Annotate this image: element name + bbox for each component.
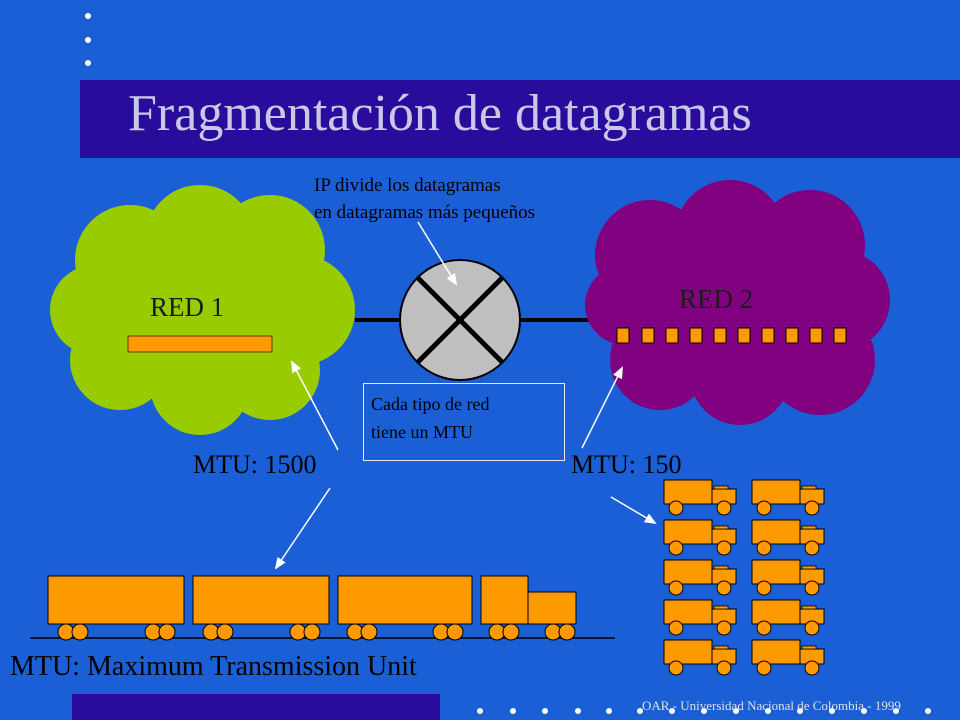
small-truck-icon [751, 519, 825, 556]
fragment [761, 327, 775, 344]
mtu-note-line1: Cada tipo de red [371, 394, 490, 414]
arrow-to-trucks [610, 496, 657, 525]
mtu-note-line2: tiene un MTU [371, 422, 473, 442]
router-icon [399, 259, 521, 381]
small-truck-icon [663, 519, 737, 556]
router-note-line1: IP divide los datagramas [314, 175, 501, 196]
red2-label: RED 2 [679, 284, 754, 314]
decorative-dots [85, 13, 931, 714]
small-truck-icon [663, 639, 737, 676]
fragment [641, 327, 655, 344]
arrow-to-red1 [291, 360, 339, 451]
fragment [737, 327, 751, 344]
arrow-to-router [417, 221, 458, 286]
small-truck-icon [751, 639, 825, 676]
large-truck-icon [47, 575, 577, 641]
fragment [616, 327, 630, 344]
small-truck-icon [751, 559, 825, 596]
small-trucks-group [663, 479, 825, 676]
small-truck-icon [663, 559, 737, 596]
router-note: IP divide los datagramas en datagramas m… [314, 172, 535, 226]
mtu-definition-caption: MTU: Maximum Transmission Unit [10, 651, 417, 682]
mtu-note-box: Cada tipo de red tiene un MTU [363, 383, 565, 461]
red2-mtu-label: MTU: 150 [571, 450, 682, 479]
red1-cloud [50, 185, 355, 435]
arrow-to-red2 [581, 366, 623, 449]
small-truck-icon [663, 479, 737, 516]
small-truck-icon [751, 599, 825, 636]
bottom-bar [72, 694, 440, 720]
fragment [785, 327, 799, 344]
slide-footer: OAR - Universidad Nacional de Colombia -… [642, 698, 901, 713]
fragment [833, 327, 847, 344]
fragment [713, 327, 727, 344]
title-bar: Fragmentación de datagramas [80, 80, 960, 158]
small-truck-icon [663, 599, 737, 636]
slide-title: Fragmentación de datagramas [128, 85, 752, 142]
large-datagram [127, 335, 273, 353]
red1-label: RED 1 [150, 292, 225, 322]
datagram-fragments [616, 327, 847, 344]
router-note-line2: en datagramas más pequeños [314, 202, 536, 223]
small-truck-icon [751, 479, 825, 516]
fragment [809, 327, 823, 344]
fragment [665, 327, 679, 344]
red2-cloud [585, 180, 890, 425]
red1-mtu-label: MTU: 1500 [193, 450, 317, 479]
arrow-to-train [274, 487, 331, 570]
fragment [689, 327, 703, 344]
